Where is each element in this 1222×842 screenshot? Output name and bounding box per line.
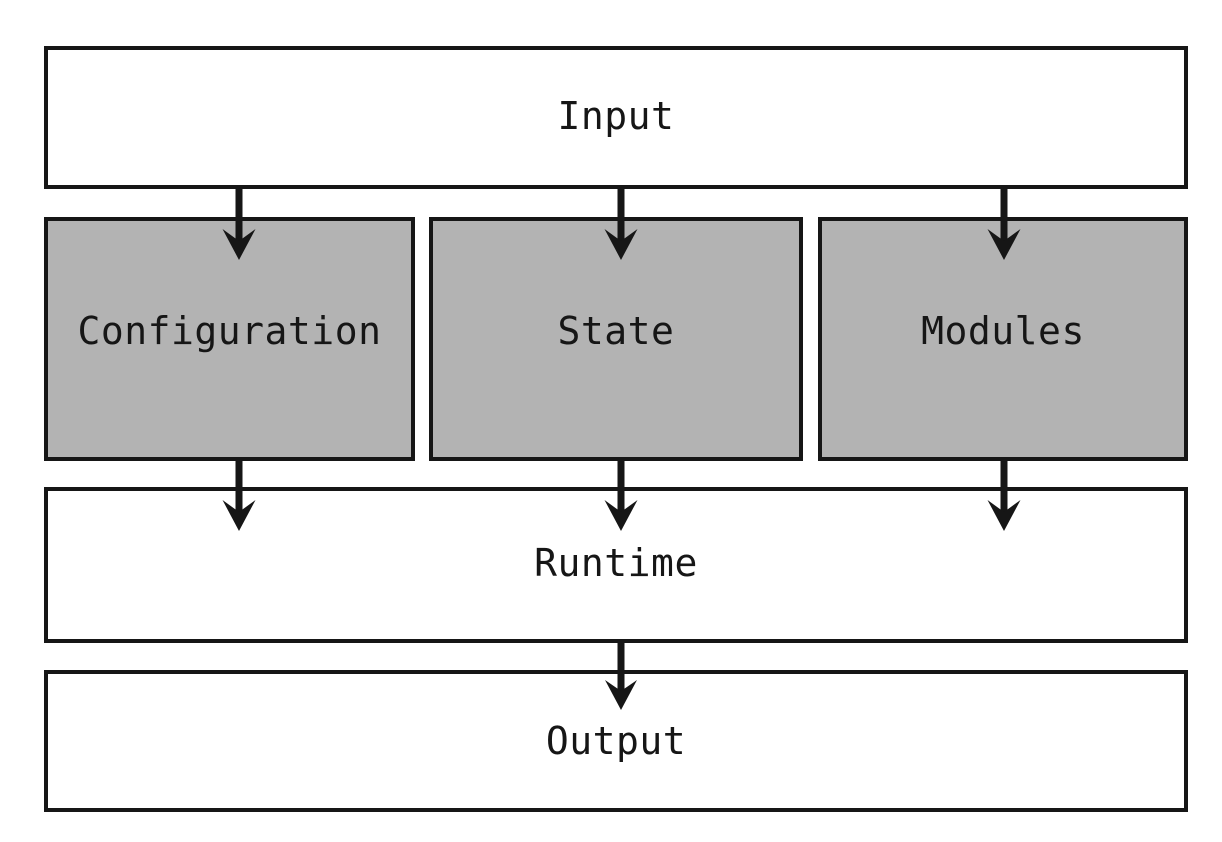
node-runtime[interactable]: Runtime: [44, 487, 1188, 643]
node-modules-label: Modules: [921, 309, 1085, 353]
node-state[interactable]: State: [429, 217, 803, 461]
node-output[interactable]: Output: [44, 670, 1188, 812]
node-modules[interactable]: Modules: [818, 217, 1188, 461]
node-configuration[interactable]: Configuration: [44, 217, 415, 461]
node-state-label: State: [557, 309, 675, 353]
node-output-label: Output: [545, 719, 687, 763]
node-configuration-label: Configuration: [77, 309, 382, 353]
node-input-label: Input: [557, 93, 675, 138]
node-input[interactable]: Input: [44, 46, 1188, 189]
node-runtime-label: Runtime: [534, 541, 698, 585]
